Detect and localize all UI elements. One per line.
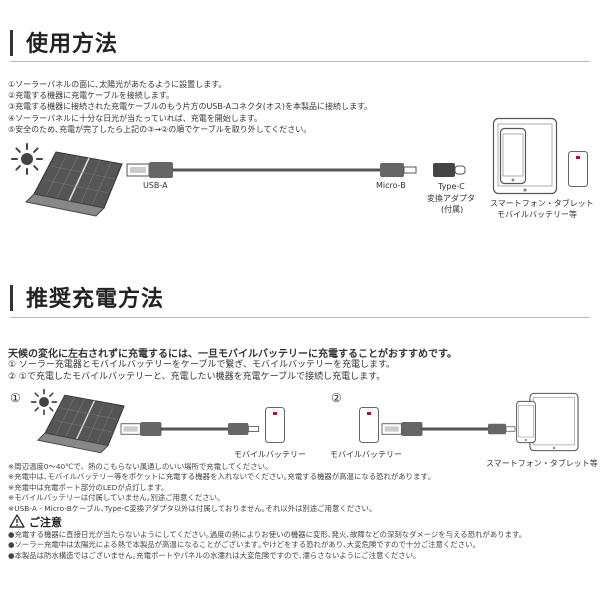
header-bar [10, 30, 13, 56]
mobile-battery-icon [265, 407, 285, 443]
label-usb-a: USB-A [143, 181, 168, 190]
label-type-c-adapter: 変換アダプタ [427, 194, 475, 203]
mobile-battery-icon [568, 151, 588, 187]
section-title-usage: 使用方法 [26, 32, 119, 57]
recommend-steps: ① ソーラー充電器とモバイルバッテリーをケーブルで繋ぎ、モバイルバッテリーを充電… [8, 360, 395, 383]
smartphone-icon [499, 127, 527, 185]
micro-b-plug-icon [228, 423, 260, 435]
label-battery: モバイルバッテリー [234, 450, 306, 459]
cable [160, 427, 230, 431]
warning-icon [9, 514, 25, 528]
micro-b-plug-icon [380, 163, 417, 177]
label-devices: スマートフォン・タブレット [490, 199, 594, 208]
usb-a-plug-icon [120, 421, 162, 437]
solar-panel-icon [36, 394, 125, 454]
cable [420, 427, 490, 431]
divider [10, 317, 590, 318]
caution-item: ●本製品は防水構造ではございません｡充電ポートやパネルの水濡れは大変危険ですので… [8, 550, 421, 560]
usage-step: ⑤安全のため､充電が完了したら上記の③→②の順でケーブルを取り外してください。 [8, 124, 312, 134]
usage-step: ②充電する機器に充電ケーブルを接続します。 [8, 91, 174, 101]
label-type-c: Type-C [438, 182, 465, 191]
note-item: ※周辺温度0～40℃で、熱のこもらない風通しのいい場所で充電してください。 [8, 462, 273, 471]
caution-title: ご注意 [29, 516, 62, 529]
sun-icon [30, 388, 58, 416]
notes: ※周辺温度0～40℃で、熱のこもらない風通しのいい場所で充電してください。 ※充… [8, 462, 432, 514]
note-item: ※モバイルバッテリーは付属していません｡別途ご用意ください。 [8, 493, 225, 503]
label-devices: スマートフォン・タブレット等 [486, 459, 598, 468]
solar-panel-icon [24, 151, 123, 217]
usb-a-plug-icon [381, 421, 423, 437]
tablet-icon [529, 392, 579, 452]
recommend-lead: 天候の変化に左右されずに充電するには、一旦モバイルバッテリーに充電することがおす… [8, 349, 457, 360]
divider [10, 61, 590, 62]
micro-b-plug-icon [488, 423, 516, 435]
recommend-step: ① ソーラー充電器とモバイルバッテリーをケーブルで繋ぎ、モバイルバッテリーを充電… [8, 360, 396, 370]
note-item: ※充電中は充電ポート部分のLEDが点灯します。 [8, 482, 169, 492]
recommend-step: ② ①で充電したモバイルバッテリーと、充電したい機器を充電ケーブルで接続し充電し… [8, 371, 386, 382]
step-mark-2: ② [331, 391, 342, 405]
header-bar [10, 285, 13, 311]
usage-steps: ①ソーラーパネルの面に､太陽光があたるように設置します。 ②充電する機器に充電ケ… [8, 79, 372, 135]
mobile-battery-icon [359, 407, 379, 443]
smartphone-icon [516, 400, 536, 444]
cable [172, 168, 382, 172]
caution-list: ●充電する機器に直接日光が当たらないようにしてください｡過度の熱によりお使いの機… [8, 530, 526, 561]
usb-a-plug-icon [126, 162, 173, 178]
label-battery: モバイルバッテリー [330, 450, 402, 459]
usage-step: ③充電する機器に接続された充電ケーブルのもう片方のUSB-Aコネクタ(オス)を本… [8, 102, 373, 112]
label-devices-battery: モバイルバッテリー等 [497, 210, 577, 219]
sun-icon [11, 143, 43, 175]
usage-step: ①ソーラーパネルの面に､太陽光があたるように設置します。 [8, 80, 227, 89]
type-c-adapter-icon [433, 163, 466, 177]
section-title-recommended: 推奨充電方法 [26, 287, 165, 312]
note-item-warning: ※充電中は､モバイルバッテリー等をポケットに充電する機器を入れないでください｡充… [8, 472, 432, 482]
usage-step: ④ソーラーパネルに十分な日光が当たっていれば、充電を開始します。 [8, 113, 262, 123]
caution-item: ●充電する機器に直接日光が当たらないようにしてください｡過度の熱によりお使いの機… [8, 530, 527, 539]
label-type-c-included: (付属) [441, 205, 464, 214]
step-mark-1: ① [10, 391, 21, 405]
note-item: ※USB-A - Micro-Bケーブル､Type-C変換アダプタ以外は付属して… [8, 503, 377, 513]
caution-item: ●ソーラー充電中は太陽光による熱で本製品が高温になることがございます｡やけどをす… [8, 540, 480, 550]
label-micro-b: Micro-B [376, 181, 406, 190]
